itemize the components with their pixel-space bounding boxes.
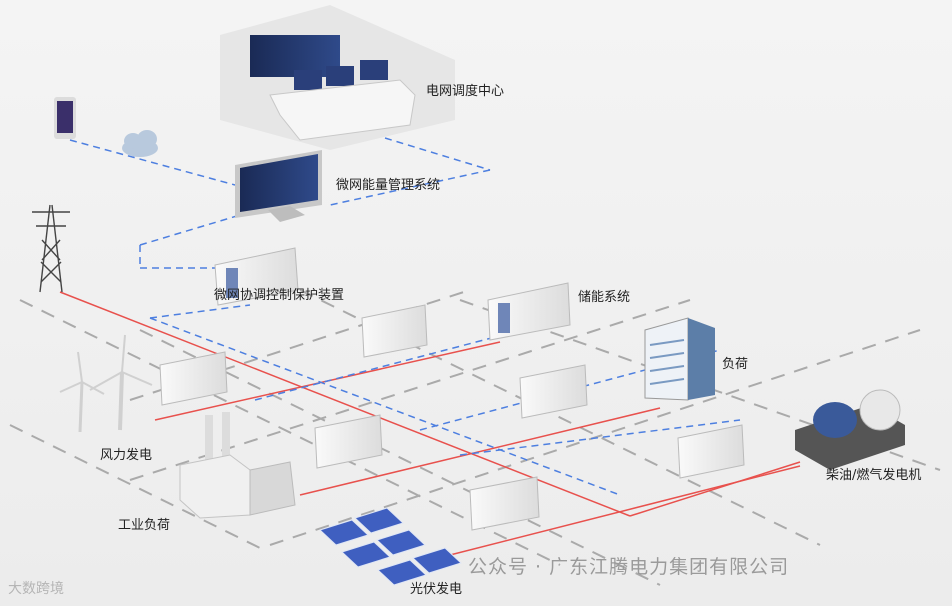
switch-cabinet [159, 304, 745, 531]
label-wind: 风力发电 [100, 448, 153, 463]
solar-panel-icon [319, 507, 462, 586]
label-industrial-load: 工业负荷 [118, 518, 171, 533]
label-pv: 光伏发电 [410, 582, 463, 597]
label-dispatch-center: 电网调度中心 [426, 84, 505, 99]
generator-icon [795, 389, 905, 470]
dispatch-center-icon [220, 5, 455, 150]
wind-turbine-icon [59, 334, 153, 433]
factory-icon [179, 412, 296, 519]
mgcc-cabinet [214, 247, 299, 306]
label-generator: 柴油/燃气发电机 [826, 468, 922, 483]
tablet-icon [54, 97, 76, 139]
storage-cabinet [487, 282, 571, 341]
transmission-tower-icon [32, 204, 70, 293]
building-icon [644, 317, 715, 401]
watermark-wechat: 公众号 · 广东江腾电力集团有限公司 [468, 556, 790, 578]
cloud-icon [122, 130, 158, 157]
label-mgcc: 微网协调控制保护装置 [214, 288, 345, 303]
ems-monitor-icon [235, 150, 322, 222]
label-storage: 储能系统 [578, 290, 631, 305]
watermark-corner: 大数跨境 [8, 581, 64, 597]
label-load: 负荷 [722, 357, 749, 372]
label-ems: 微网能量管理系统 [336, 178, 441, 193]
